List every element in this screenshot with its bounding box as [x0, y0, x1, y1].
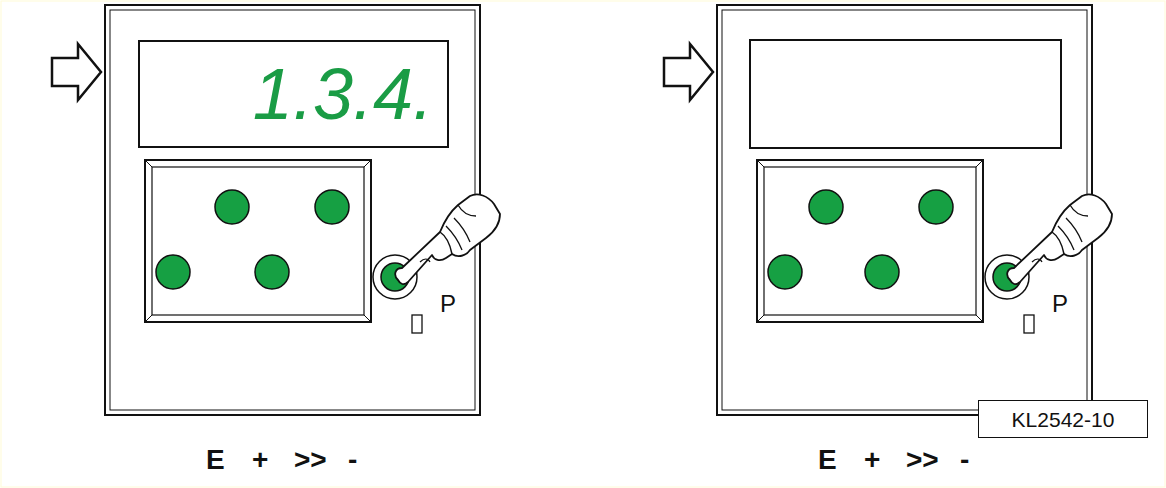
key-label: + — [252, 446, 268, 474]
key-label: + — [864, 446, 880, 474]
key-label: >> — [906, 446, 939, 474]
figure-id: KL2542-10 — [1012, 409, 1115, 430]
button-label: P — [440, 292, 456, 316]
key-label: E — [818, 446, 837, 474]
control-panel — [664, 5, 1112, 415]
figure-id-box: KL2542-10 — [978, 400, 1148, 438]
key-label: - — [348, 446, 357, 474]
button-label: P — [1052, 292, 1068, 316]
display-blank — [750, 40, 1061, 148]
display-reading: 1.3.4. — [253, 58, 433, 130]
display-box: 1.3.4. — [138, 40, 449, 148]
key-label: E — [206, 446, 225, 474]
key-label: >> — [294, 446, 327, 474]
key-label: - — [960, 446, 969, 474]
keypad-dots — [156, 190, 953, 289]
control-panel — [52, 5, 500, 415]
